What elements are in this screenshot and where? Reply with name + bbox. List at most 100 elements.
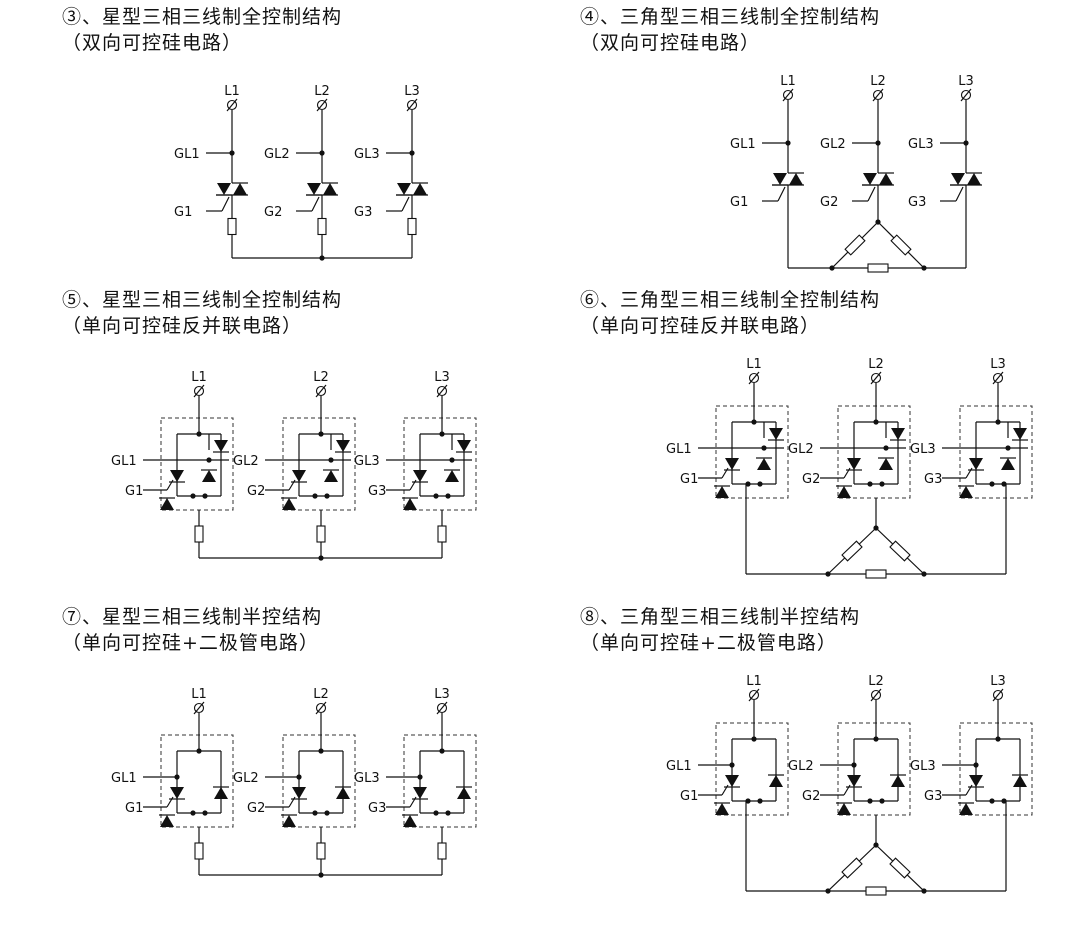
- terminal-slash: [872, 88, 884, 102]
- diode-down-triangle: [847, 458, 861, 470]
- junction-dot: [296, 774, 302, 780]
- gate-label: G3: [924, 472, 942, 487]
- gate-label: G1: [680, 472, 698, 487]
- gate-label: G1: [174, 205, 192, 220]
- junction-dot: [445, 493, 451, 499]
- gate-line-label: GL1: [111, 771, 137, 786]
- wire: [409, 796, 417, 808]
- diode-down-triangle: [170, 787, 184, 799]
- diode-down-triangle: [725, 775, 739, 787]
- gate-line-label: GL1: [111, 454, 137, 469]
- gate-label: G3: [354, 205, 372, 220]
- terminal-slash: [315, 701, 327, 715]
- diode-down-triangle: [1013, 428, 1027, 440]
- diode-up-triangle: [160, 815, 174, 827]
- diode-down-triangle: [457, 440, 471, 452]
- junction-dot: [883, 445, 889, 451]
- diode-up-triangle: [233, 183, 247, 195]
- resistor: [890, 234, 912, 256]
- gate-line-label: GL3: [354, 147, 380, 162]
- resistor: [317, 217, 327, 236]
- wire: [311, 196, 320, 212]
- junction-dot: [202, 493, 208, 499]
- junction-dot: [229, 150, 235, 156]
- diode-up-triangle: [282, 815, 296, 827]
- module-boundary: [403, 417, 477, 511]
- diode-up-triangle: [214, 787, 228, 799]
- terminal-slash: [870, 688, 882, 702]
- terminal-slash: [436, 384, 448, 398]
- line-label: L3: [434, 370, 450, 385]
- module-boundary: [959, 405, 1033, 499]
- diode-up-triangle: [837, 803, 851, 815]
- terminal-slash: [316, 98, 328, 112]
- diode-up-triangle: [879, 173, 893, 185]
- gate-line-label: GL2: [264, 147, 290, 162]
- diode-down-triangle: [951, 173, 965, 185]
- junction-dot: [328, 457, 334, 463]
- diode-up-triangle: [324, 470, 338, 482]
- module-boundary: [837, 405, 911, 499]
- line-label: L2: [870, 74, 886, 89]
- line-label: L1: [224, 84, 240, 99]
- diode-up-triangle: [403, 815, 417, 827]
- diode-up-triangle: [959, 486, 973, 498]
- wire: [288, 796, 296, 808]
- diode-down-triangle: [769, 428, 783, 440]
- gate-label: G3: [908, 195, 926, 210]
- panel-subtitle: （单向可控硅+二极管电路）: [580, 632, 837, 654]
- resistor: [844, 234, 866, 256]
- gate-line-label: GL2: [233, 454, 259, 469]
- line-label: L1: [746, 357, 762, 372]
- terminal-slash: [748, 371, 760, 385]
- junction-dot: [851, 762, 857, 768]
- module-boundary: [959, 722, 1033, 816]
- junction-dot: [875, 140, 881, 146]
- panel-title: ⑥、三角型三相三线制全控制结构: [580, 289, 881, 311]
- gate-label: G1: [125, 801, 143, 816]
- diode-down-triangle: [292, 787, 306, 799]
- wire: [965, 467, 973, 479]
- diode-down-triangle: [725, 458, 739, 470]
- diode-up-triangle: [789, 173, 803, 185]
- line-label: L3: [958, 74, 974, 89]
- wire: [965, 784, 973, 796]
- resistor: [867, 263, 889, 273]
- diode-down-triangle: [969, 775, 983, 787]
- gate-label: G2: [247, 801, 265, 816]
- module-boundary: [715, 405, 789, 499]
- junction-dot: [190, 810, 196, 816]
- gate-line-label: GL2: [233, 771, 259, 786]
- terminal-slash: [748, 688, 760, 702]
- gate-line-label: GL3: [910, 759, 936, 774]
- wire: [166, 796, 174, 808]
- diode-up-triangle: [403, 498, 417, 510]
- diode-down-triangle: [413, 787, 427, 799]
- junction-dot: [174, 774, 180, 780]
- gate-line-label: GL3: [354, 454, 380, 469]
- diode-up-triangle: [202, 470, 216, 482]
- junction-dot: [973, 762, 979, 768]
- panel-subtitle: （双向可控硅电路）: [62, 32, 243, 54]
- junction-dot: [318, 872, 324, 878]
- line-label: L1: [191, 687, 207, 702]
- wire: [843, 784, 851, 796]
- wire: [721, 784, 729, 796]
- junction-dot: [879, 798, 885, 804]
- gate-label: G2: [802, 472, 820, 487]
- diode-down-triangle: [969, 458, 983, 470]
- diode-up-triangle: [323, 183, 337, 195]
- line-label: L1: [780, 74, 796, 89]
- junction-dot: [433, 810, 439, 816]
- diode-down-triangle: [413, 470, 427, 482]
- wire: [166, 479, 174, 491]
- diode-down-triangle: [292, 470, 306, 482]
- gate-line-label: GL3: [354, 771, 380, 786]
- module-boundary: [715, 722, 789, 816]
- module-boundary: [160, 734, 234, 828]
